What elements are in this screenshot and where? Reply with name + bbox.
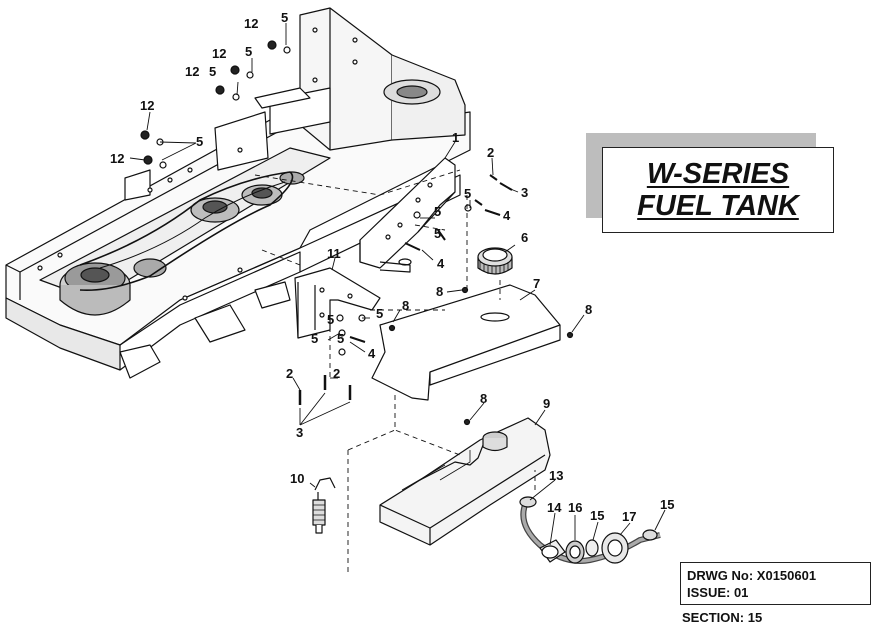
title-box: W-SERIES FUEL TANK (602, 147, 834, 233)
callout-5-e: 5 (464, 186, 471, 201)
drawing-info-box: DRWG No: X0150601 ISSUE: 01 (680, 562, 871, 605)
callout-5-i: 5 (327, 312, 334, 327)
callout-8-c: 8 (585, 302, 592, 317)
mower-frame (5, 7, 471, 379)
title-line-1: W-SERIES (646, 158, 790, 190)
callout-3-a: 3 (521, 185, 528, 200)
callout-14: 14 (547, 500, 562, 515)
callout-8-a: 8 (436, 284, 443, 299)
callout-5-h: 5 (376, 306, 383, 321)
callout-15-a: 15 (590, 508, 604, 523)
callout-9: 9 (543, 396, 550, 411)
callout-5-g: 5 (434, 226, 441, 241)
bracket-11 (294, 267, 381, 339)
callout-13: 13 (549, 468, 563, 483)
drawing-issue: ISSUE: 01 (687, 585, 749, 600)
fuel-tank (379, 417, 551, 546)
fuel-cap (477, 247, 513, 275)
callout-5-j: 5 (311, 331, 318, 346)
callout-5-k: 5 (337, 331, 344, 346)
callout-6: 6 (521, 230, 528, 245)
fuel-filter-fitting (312, 477, 336, 534)
callout-8-d: 8 (480, 391, 487, 406)
callout-16: 16 (568, 500, 582, 515)
tank-support-bracket (359, 157, 456, 273)
callout-numbers: 12 5 12 5 12 5 12 5 12 1 2 3 5 4 5 5 4 6… (110, 10, 674, 524)
callout-12-e: 12 (110, 151, 124, 166)
callout-4-b: 4 (437, 256, 445, 271)
callout-5-d: 5 (196, 134, 203, 149)
callout-7: 7 (533, 276, 540, 291)
callout-3-b: 3 (296, 425, 303, 440)
drawing-section: SECTION: 15 (682, 610, 763, 625)
callout-11: 11 (327, 246, 341, 261)
callout-12-c: 12 (185, 64, 199, 79)
assembly-lines (254, 169, 536, 575)
callout-15-b: 15 (660, 497, 674, 512)
callout-10: 10 (290, 471, 304, 486)
tank-strap-plate (371, 284, 561, 401)
callout-4-a: 4 (503, 208, 511, 223)
callout-12-d: 12 (140, 98, 154, 113)
callout-1: 1 (452, 130, 459, 145)
fuel-hose-assembly (519, 496, 661, 564)
callout-8-b: 8 (402, 298, 409, 313)
callout-5-c: 5 (209, 64, 216, 79)
deck-pulleys (59, 171, 305, 316)
callout-12-a: 12 (244, 16, 258, 31)
callout-2-a: 2 (487, 145, 494, 160)
callout-17: 17 (622, 509, 636, 524)
callout-4-c: 4 (368, 346, 376, 361)
callout-2-b: 2 (286, 366, 293, 381)
title-line-2: FUEL TANK (637, 190, 799, 222)
callout-12-b: 12 (212, 46, 226, 61)
callout-5-b: 5 (245, 44, 252, 59)
drawing-number: DRWG No: X0150601 (687, 568, 817, 583)
callout-5-a: 5 (281, 10, 288, 25)
callout-5-f: 5 (434, 204, 441, 219)
leader-lines (129, 23, 666, 546)
callout-2-c: 2 (333, 366, 340, 381)
